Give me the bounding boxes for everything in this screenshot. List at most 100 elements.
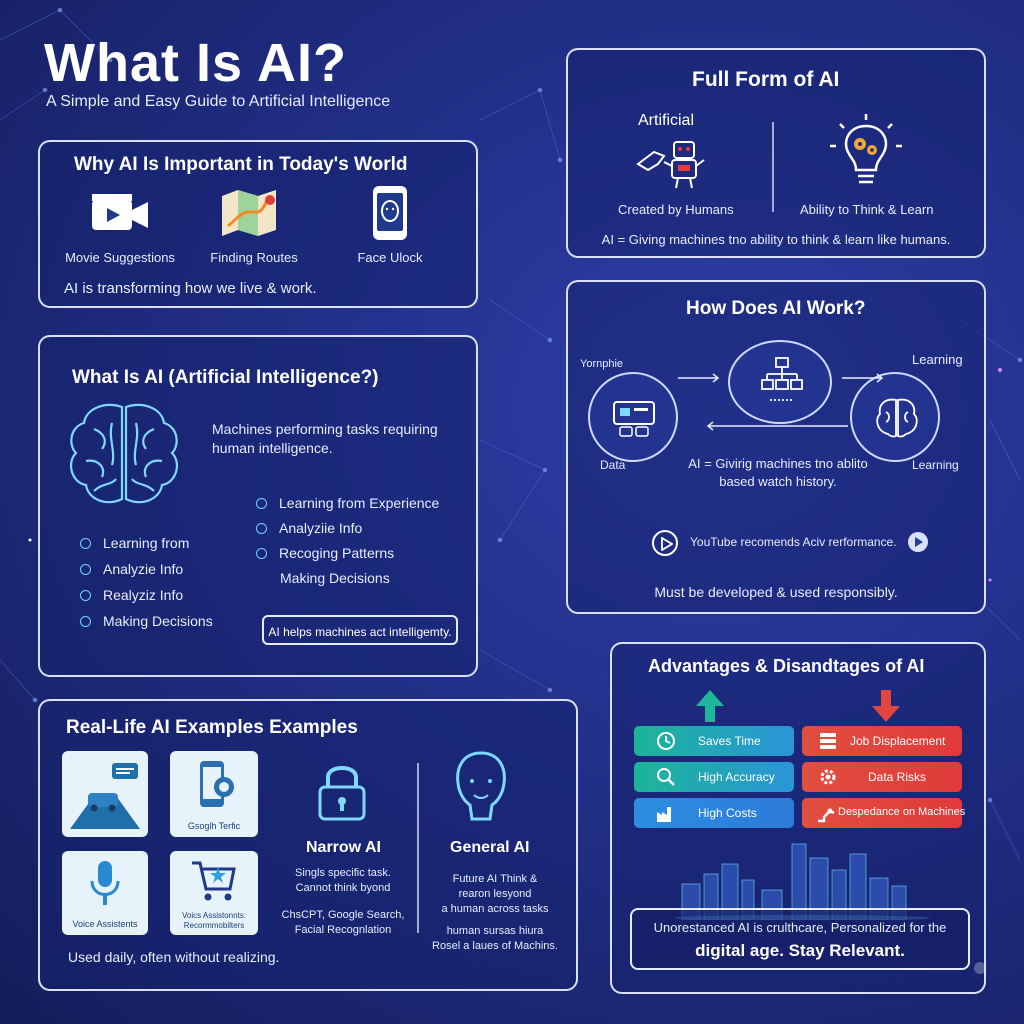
example-tile: Voice Assistents (62, 851, 148, 935)
brain-learning-icon (876, 398, 918, 438)
play-small-button[interactable] (908, 532, 928, 552)
example-tile (62, 751, 148, 837)
flowchart-icon (761, 357, 803, 401)
check-icon (80, 590, 91, 601)
examples-title: Real-Life AI Examples Examples (66, 717, 358, 738)
definition-title: What Is AI (Artificial Intelligence?) (72, 367, 379, 388)
full-form-equation: AI = Giving machines tno ability to thin… (601, 232, 951, 247)
general-ai-line: human sursas hiura (446, 925, 544, 937)
definition-panel: What Is AI (Artificial Intelligence?) Ma… (38, 335, 478, 677)
lightbulb-gears-icon (830, 114, 902, 184)
head-icon (456, 751, 506, 821)
flow-arrows (678, 373, 884, 431)
full-form-right-caption: Ability to Think & Learn (800, 202, 934, 217)
importance-item-label: Face Ulock (357, 250, 423, 265)
learning-node (850, 372, 940, 462)
right-list-item: Learning from Experience (256, 495, 439, 511)
check-icon (256, 523, 267, 534)
narrow-ai-example: ChsCPT, Google Search, (281, 909, 405, 921)
flow-label: Learning (912, 458, 959, 472)
left-list-item: Analyzie Info (80, 561, 183, 577)
microphone-icon (90, 861, 120, 905)
section-divider (417, 763, 419, 933)
play-icon (915, 537, 923, 547)
data-node (588, 372, 678, 462)
flow-label: Learning (912, 352, 963, 367)
importance-title: Why AI Is Important in Today's World (74, 154, 408, 175)
example-tile-label: Voics Assistonnts: Recormmobilters (181, 911, 247, 930)
how-it-works-footer: Must be developed & used responsibly. (654, 584, 898, 600)
advantage-item: High Accuracy (634, 762, 794, 792)
check-icon (80, 564, 91, 575)
shopping-cart-icon (192, 861, 236, 901)
full-form-left-heading: Artificial (638, 112, 695, 129)
map-route-icon (222, 190, 276, 236)
flow-label: Yornphie (580, 358, 624, 370)
general-ai-line: rearon lesyond (458, 888, 532, 900)
how-it-works-panel: How Does AI Work? Yornphie Learning (566, 280, 986, 614)
narrow-ai-line: Singls specific task. (295, 867, 391, 879)
summary-line: Unorestanced AI is crulthcare, Personali… (653, 920, 947, 935)
magnifier-icon (657, 768, 675, 786)
factory-icon (657, 807, 671, 822)
importance-panel: Why AI Is Important in Today's World Mov… (38, 140, 478, 308)
examples-footer: Used daily, often without realizing. (68, 949, 280, 965)
how-it-works-title: How Does AI Work? (686, 298, 866, 319)
general-ai-line: Rosel a laues of Machins. (432, 940, 558, 952)
general-ai-line: Future AI Think & (452, 873, 538, 885)
stack-icon (820, 733, 836, 749)
full-form-divider (772, 122, 774, 212)
disadvantage-item: Despedance on Machines (802, 798, 965, 828)
data-dashboard-icon (613, 401, 655, 437)
left-list-item: Making Decisions (80, 613, 213, 629)
full-form-title: Full Form of AI (692, 68, 840, 91)
clock-icon (657, 732, 675, 750)
check-icon (256, 498, 267, 509)
robot-arm-icon (818, 808, 835, 823)
summary-line: digital age. Stay Relevant. (695, 941, 905, 960)
arrow-up-icon (696, 690, 724, 722)
example-tile: Gsoglh Terfic (170, 751, 258, 837)
how-it-works-caption: AI = Givirig machines tno ablito (688, 456, 868, 471)
flow-label: Data (600, 458, 626, 472)
disadvantage-item: Job Displacement (802, 726, 962, 756)
advantage-item: Saves Time (634, 726, 794, 756)
left-list-item: Realyziz Info (80, 587, 183, 603)
example-tile: Voics Assistonnts: Recormmobilters (170, 851, 258, 935)
definition-callout: AI helps machines act intelligemty. (262, 615, 458, 645)
phone-assistant-icon (200, 761, 234, 807)
advantage-item: High Costs (634, 798, 794, 828)
right-list-item: Analyziie Info (256, 520, 362, 536)
brain-icon (69, 403, 179, 504)
check-icon (80, 616, 91, 627)
model-node (728, 340, 832, 424)
movie-camera-icon (92, 194, 148, 230)
pros-cons-title: Advantages & Disandtages of AI (648, 656, 925, 676)
general-ai-title: General AI (450, 839, 530, 856)
play-icon (661, 537, 673, 551)
definition-description: Machines performing tasks requiring (212, 421, 438, 437)
how-it-works-caption: based watch history. (719, 474, 837, 489)
definition-description: human intelligence. (212, 440, 333, 456)
left-list-item: Learning from (80, 535, 189, 551)
narrow-ai-title: Narrow AI (306, 839, 381, 856)
example-tile-label: Gsoglh Terfic (187, 821, 241, 831)
examples-panel: Real-Life AI Examples Examples Gsoglh Te… (38, 699, 578, 991)
narrow-ai-example: Facial Recognlation (294, 924, 392, 936)
general-ai-line: a human across tasks (441, 903, 549, 915)
pros-cons-panel: Advantages & Disandtages of AI Saves Tim… (610, 642, 986, 994)
right-list-item: Recoging Patterns (256, 545, 394, 561)
arrow-down-icon (872, 690, 900, 722)
summary-box: Unorestanced AI is crulthcare, Personali… (630, 908, 970, 970)
check-icon (80, 538, 91, 549)
play-button[interactable] (652, 530, 678, 556)
lock-icon (318, 766, 366, 821)
car-navigation-icon (70, 763, 140, 829)
page-subtitle: A Simple and Easy Guide to Artificial In… (46, 93, 391, 110)
youtube-example: YouTube recomends Aciv rerformance. (690, 535, 897, 549)
right-list-item: Making Decisions (280, 570, 390, 586)
page-title: What Is AI? (44, 33, 347, 93)
full-form-left-caption: Created by Humans (618, 202, 734, 217)
full-form-panel: Full Form of AI Artificial Created by Hu… (566, 48, 986, 258)
